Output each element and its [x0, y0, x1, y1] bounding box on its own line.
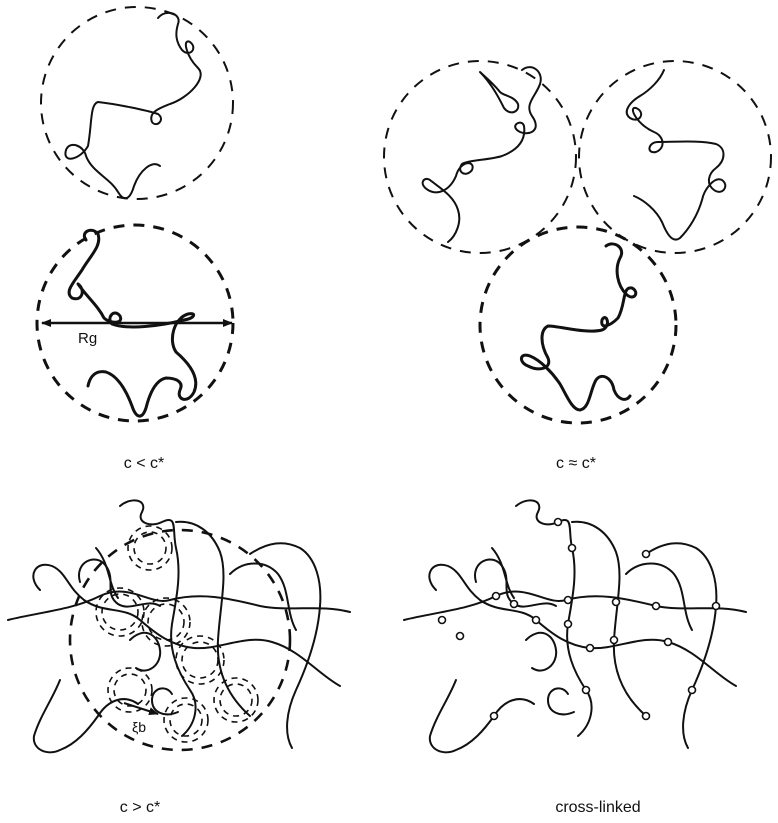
entangled-chains [8, 500, 350, 752]
network-chains [404, 500, 746, 752]
polymer-coil-left [423, 67, 541, 242]
coil-boundary-upper [41, 7, 233, 199]
semidilute-panel: ξb c > c* [8, 500, 350, 816]
blob-size-label: ξb [132, 719, 146, 735]
crosslink-nodes [439, 519, 720, 720]
radius-of-gyration-label: Rg [78, 330, 97, 347]
crosslinked-panel: cross-linked [404, 500, 746, 816]
dilute-regime-label: c < c* [124, 455, 164, 472]
overlap-regime-label: c ≈ c* [556, 455, 596, 472]
semidilute-regime-label: c > c* [120, 799, 160, 816]
polymer-coil-upper [65, 13, 200, 198]
coil-boundary-bottom [480, 227, 676, 423]
polymer-coil-bottom [521, 244, 635, 410]
crosslinked-label: cross-linked [555, 799, 640, 816]
coil-boundary-right [579, 61, 771, 253]
overlap-panel: c ≈ c* [384, 61, 771, 472]
polymer-coil-right [627, 70, 726, 240]
dilute-panel: Rg c < c* [37, 7, 233, 472]
coil-boundary-left [384, 61, 576, 253]
